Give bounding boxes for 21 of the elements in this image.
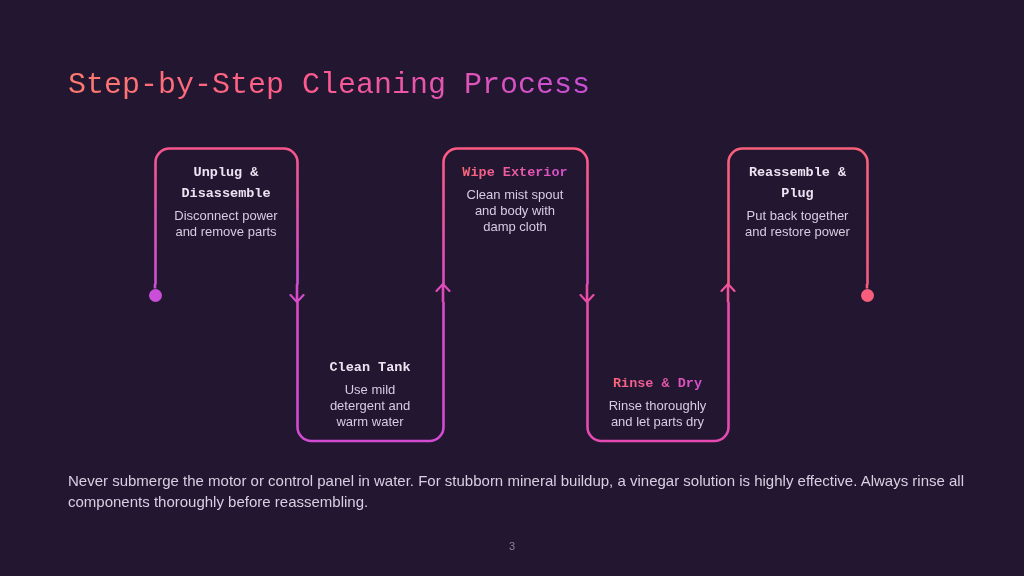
start-dot <box>148 288 162 302</box>
step-heading: Clean Tank <box>329 358 411 377</box>
step-frame <box>726 146 869 284</box>
step-description: Use mild detergent and warm water <box>328 381 412 430</box>
note-text: Never submerge the motor or control panel in water. For stubborn mineral buildup, a vinegar solution is highly effective. Always rinse all components thoroughly before reassembling. <box>68 471 965 512</box>
page-number: 3 <box>508 539 516 553</box>
step-frame <box>153 146 299 284</box>
step-frame <box>295 302 445 443</box>
step-heading: Unplug & Disassemble <box>180 163 272 203</box>
arrow <box>579 284 595 304</box>
arrow <box>435 282 451 302</box>
arrow <box>720 282 736 302</box>
step-description: Disconnect power and remove parts <box>173 207 279 240</box>
step-heading: Reassemble & Plug <box>747 163 848 203</box>
step-frame <box>441 146 589 284</box>
step-frame <box>585 302 730 443</box>
arrow <box>289 284 305 304</box>
step-description: Clean mist spout and body with damp cloth <box>465 186 565 235</box>
step-description: Put back together and restore power <box>744 207 851 240</box>
end-dot <box>860 288 874 302</box>
step-description: Rinse thoroughly and let parts dry <box>607 397 708 430</box>
